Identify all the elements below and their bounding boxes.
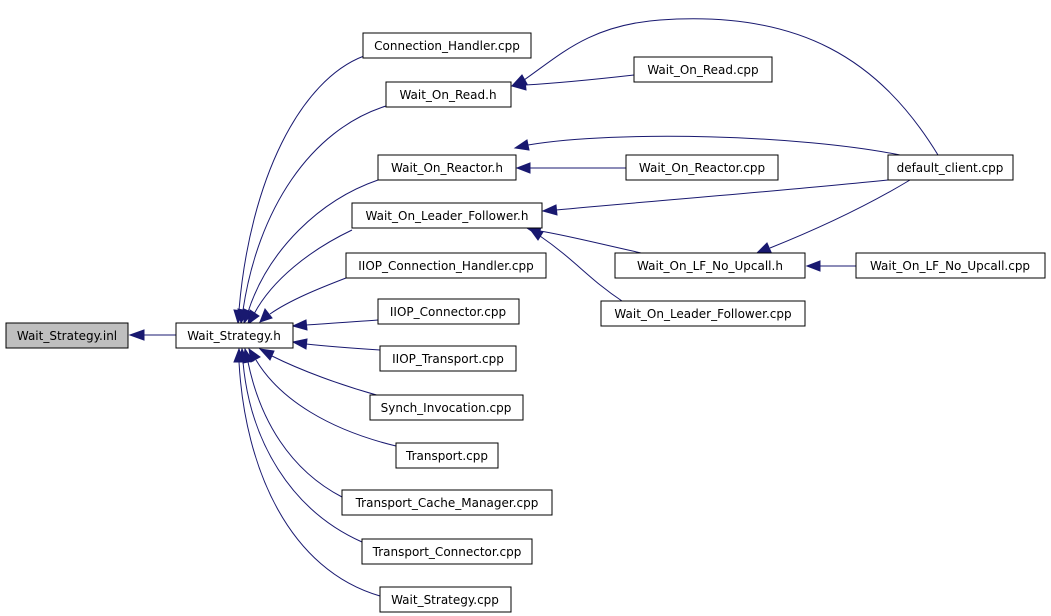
node-label: Synch_Invocation.cpp	[381, 401, 512, 415]
node-label: Wait_On_LF_No_Upcall.cpp	[870, 259, 1030, 273]
node-wait-on-read-cpp[interactable]: Wait_On_Read.cpp	[633, 56, 773, 83]
node-label: Wait_On_Read.cpp	[647, 63, 758, 77]
arrowhead-icon	[755, 242, 772, 254]
arrowhead-icon	[541, 204, 558, 216]
edge-transport-to-strategy-h	[255, 359, 397, 447]
edge-iiop-conn-handler-to-strategy-h	[269, 277, 347, 315]
node-iiop-connector-cpp[interactable]: IIOP_Connector.cpp	[377, 298, 520, 325]
edge-connection-handler-to-strategy-h	[238, 55, 365, 311]
arrowhead-icon	[805, 260, 821, 272]
edge-default-client-to-lf-no-upcall-h	[769, 179, 911, 249]
arrowhead-icon	[515, 162, 531, 174]
node-label: Wait_On_LF_No_Upcall.h	[637, 259, 783, 273]
arrowhead-icon	[259, 307, 273, 323]
node-transport-cpp[interactable]: Transport.cpp	[395, 442, 499, 469]
arrowhead-icon	[513, 139, 530, 151]
edge-read-cpp-to-read-h	[524, 74, 635, 86]
node-label: Wait_Strategy.cpp	[391, 593, 499, 607]
node-transport-cache-manager-cpp[interactable]: Transport_Cache_Manager.cpp	[341, 489, 553, 516]
edge-read-h-to-strategy-h	[242, 105, 387, 311]
node-default-client-cpp[interactable]: default_client.cpp	[887, 154, 1014, 181]
node-synch-invocation-cpp[interactable]: Synch_Invocation.cpp	[369, 394, 524, 421]
node-label: Transport.cpp	[405, 449, 488, 463]
edge-lf-no-upcall-h-to-lf-h	[539, 230, 647, 255]
edge-transport-connector-to-strategy-h	[242, 361, 363, 543]
arrowhead-icon	[291, 319, 308, 331]
node-label: Wait_Strategy.inl	[17, 329, 117, 343]
arrowhead-icon	[258, 348, 275, 361]
edge-iiop-connector-to-strategy-h	[305, 319, 379, 326]
edge-synch-invocation-to-strategy-h	[271, 355, 381, 397]
node-wait-on-read-h[interactable]: Wait_On_Read.h	[385, 81, 512, 108]
edge-strategy-cpp-to-strategy-h	[238, 361, 381, 597]
node-iiop-transport-cpp[interactable]: IIOP_Transport.cpp	[379, 345, 517, 372]
node-transport-connector-cpp[interactable]: Transport_Connector.cpp	[361, 538, 533, 565]
node-label: Wait_Strategy.h	[187, 329, 281, 343]
node-wait-on-leader-follower-h[interactable]: Wait_On_Leader_Follower.h	[351, 202, 543, 229]
node-label: Wait_On_Leader_Follower.cpp	[614, 307, 791, 321]
arrowhead-icon	[291, 338, 308, 350]
arrowhead-icon	[128, 329, 145, 341]
node-wait-on-reactor-h[interactable]: Wait_On_Reactor.h	[377, 154, 517, 181]
node-wait-on-lf-no-upcall-cpp[interactable]: Wait_On_LF_No_Upcall.cpp	[855, 252, 1046, 279]
arrowhead-icon	[233, 347, 245, 363]
node-connection-handler-cpp[interactable]: Connection_Handler.cpp	[362, 32, 532, 59]
edge-cache-manager-to-strategy-h	[247, 361, 343, 498]
node-wait-on-lf-no-upcall-h[interactable]: Wait_On_LF_No_Upcall.h	[614, 252, 806, 279]
node-label: Wait_On_Leader_Follower.h	[366, 209, 529, 223]
node-wait-strategy-inl[interactable]: Wait_Strategy.inl	[5, 322, 129, 349]
node-label: default_client.cpp	[897, 161, 1004, 175]
node-wait-strategy-cpp[interactable]: Wait_Strategy.cpp	[379, 586, 512, 613]
node-label: Connection_Handler.cpp	[374, 39, 520, 53]
arrowhead-icon	[247, 309, 260, 326]
node-label: IIOP_Connector.cpp	[390, 305, 506, 319]
node-label: IIOP_Connection_Handler.cpp	[358, 259, 533, 273]
node-label: Wait_On_Reactor.h	[391, 161, 503, 175]
node-label: Transport_Cache_Manager.cpp	[355, 496, 539, 510]
graph-edges	[128, 18, 939, 597]
node-label: Wait_On_Read.h	[399, 88, 496, 102]
edge-default-client-to-read-h	[523, 18, 939, 156]
arrowhead-icon	[528, 228, 544, 241]
edge-reactor-h-to-strategy-h	[247, 179, 379, 313]
edge-default-client-to-lf-h	[555, 179, 889, 211]
node-label: Transport_Connector.cpp	[372, 545, 522, 559]
edge-iiop-transport-to-strategy-h	[305, 343, 381, 351]
node-wait-strategy-h[interactable]: Wait_Strategy.h	[175, 322, 294, 349]
node-iiop-connection-handler-cpp[interactable]: IIOP_Connection_Handler.cpp	[345, 252, 547, 279]
node-label: Wait_On_Reactor.cpp	[639, 161, 765, 175]
node-label: IIOP_Transport.cpp	[392, 352, 504, 366]
arrowhead-icon	[510, 74, 528, 87]
node-wait-on-leader-follower-cpp[interactable]: Wait_On_Leader_Follower.cpp	[600, 300, 806, 327]
edge-lf-h-to-strategy-h	[253, 229, 353, 315]
edge-default-client-to-reactor-h	[527, 135, 901, 156]
edge-lf-cpp-to-lf-h	[539, 235, 623, 302]
graph-nodes: Wait_Strategy.inl Wait_Strategy.h Connec…	[5, 32, 1046, 613]
node-wait-on-reactor-cpp[interactable]: Wait_On_Reactor.cpp	[625, 154, 779, 181]
